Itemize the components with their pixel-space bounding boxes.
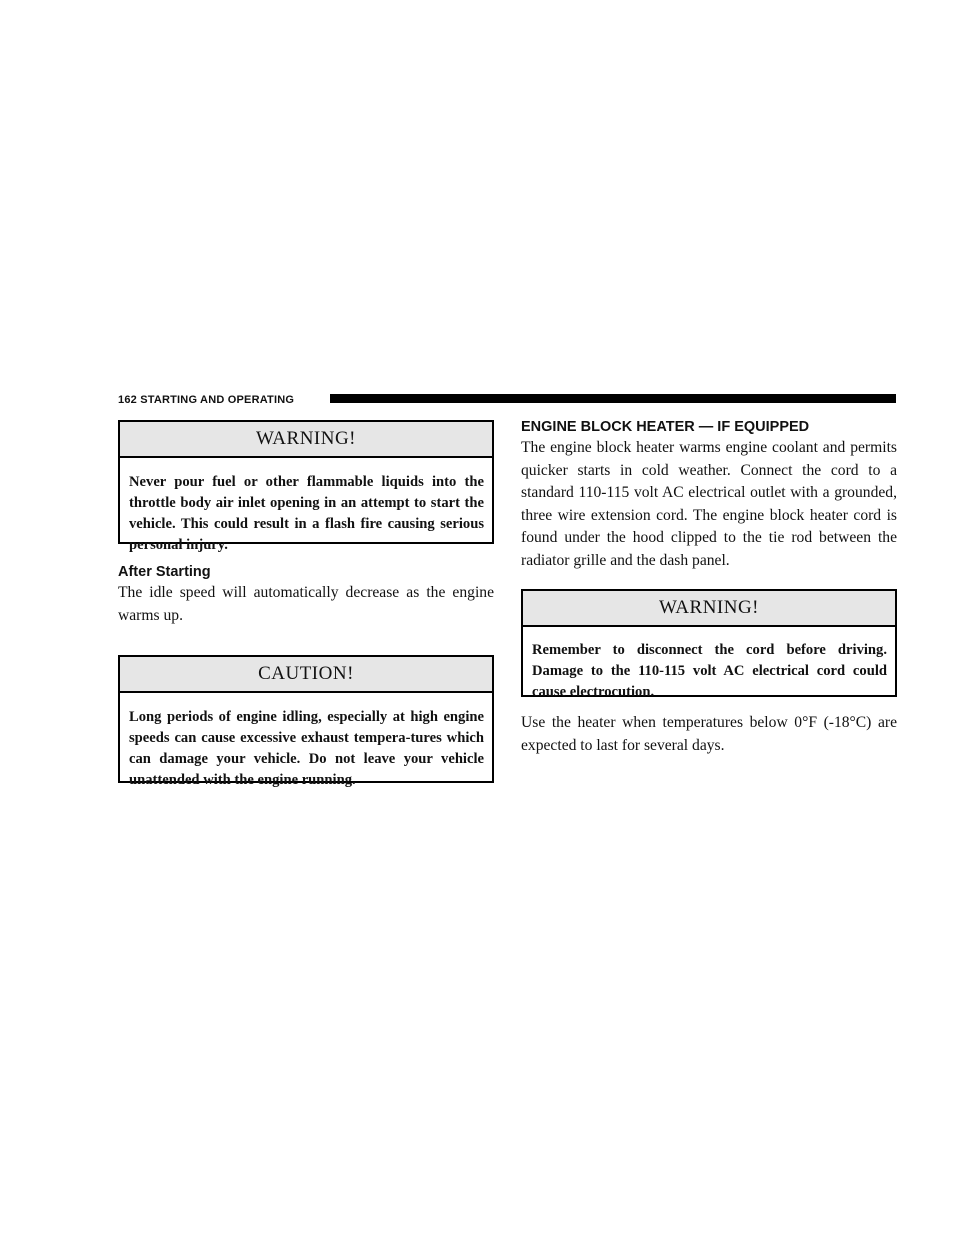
left-column: WARNING! Never pour fuel or other flamma… [118,420,494,788]
page-number-section-title: 162 STARTING AND OPERATING [118,394,295,406]
after-starting-heading: After Starting [118,564,211,580]
warning-text: Remember to disconnect the cord before d… [532,642,887,700]
warning-title: WARNING! [523,591,895,627]
caution-title: CAUTION! [120,657,492,693]
caution-box-idling: CAUTION! Long periods of engine idling, … [118,655,494,788]
after-starting-text: The idle speed will automatically decrea… [118,584,494,624]
header-rule [330,394,896,403]
warning-title: WARNING! [120,422,492,458]
warning-text: Never pour fuel or other flammable liqui… [129,474,484,553]
right-column: ENGINE BLOCK HEATER — IF EQUIPPED The en… [521,419,897,757]
engine-block-heater-heading: ENGINE BLOCK HEATER — IF EQUIPPED [521,419,810,435]
engine-block-heater-text: The engine block heater warms engine coo… [521,439,897,569]
caution-text: Long periods of engine idling, especiall… [129,709,484,788]
warning-box-cord: WARNING! Remember to disconnect the cord… [521,589,897,700]
page-header: 162 STARTING AND OPERATING [118,392,896,408]
heater-usage-text: Use the heater when temperatures below 0… [521,714,897,754]
warning-box-fuel: WARNING! Never pour fuel or other flamma… [118,420,494,553]
